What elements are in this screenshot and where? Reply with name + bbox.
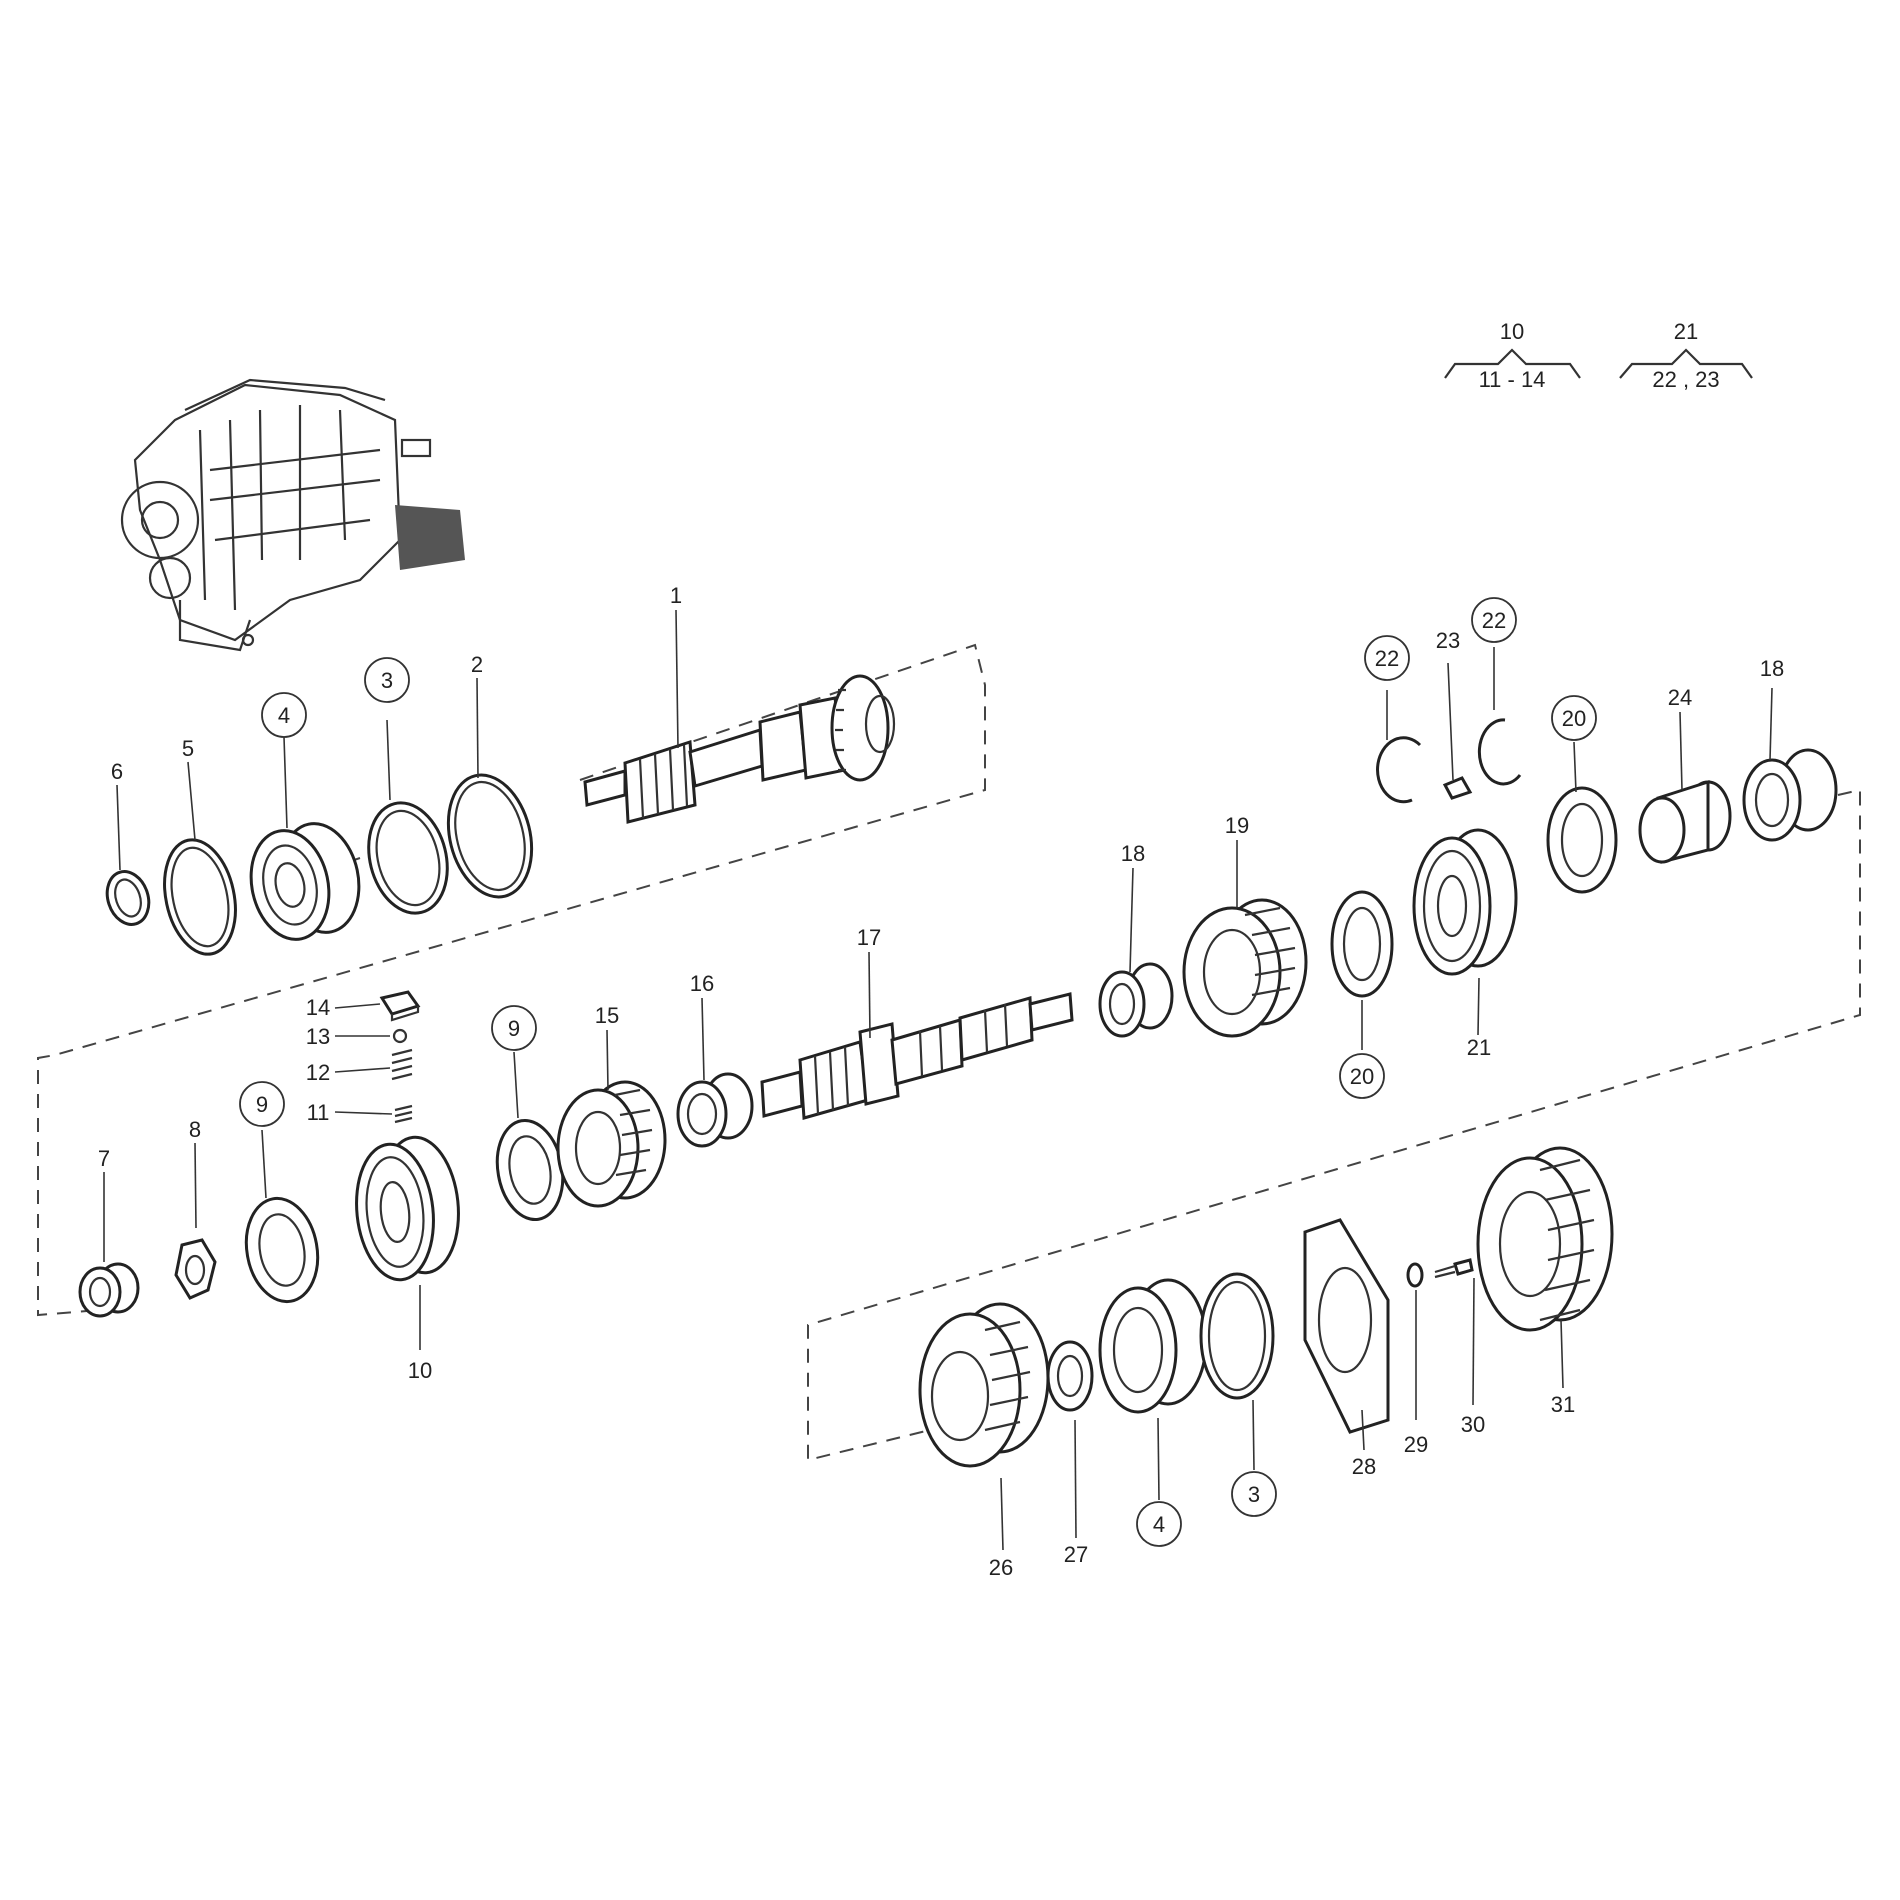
- part-9-synchro-ring-b: [495, 1118, 565, 1222]
- part-13-ball: [392, 1028, 408, 1044]
- part-14-key: [379, 990, 421, 1022]
- part-22-ring-left: [1376, 736, 1422, 804]
- legend-group-21: 21 22 , 23: [1619, 319, 1753, 392]
- part-26-gear: [918, 1302, 1050, 1468]
- part-31-gear: [1476, 1146, 1614, 1332]
- part-24-bushing: [1638, 779, 1732, 864]
- part-1-input-shaft: [583, 674, 896, 824]
- callout-18b: 18: [1760, 656, 1784, 681]
- legend-group-10: 10 11 - 14: [1444, 319, 1581, 392]
- part-11-spring-small: [394, 1104, 413, 1124]
- svg-text:11 - 14: 11 - 14: [1479, 367, 1546, 392]
- callout-9a: 9: [256, 1092, 268, 1117]
- part-8-nut: [174, 1238, 217, 1300]
- callout-14: 14: [306, 995, 330, 1020]
- part-5-shim: [163, 838, 237, 956]
- part-18-needle-bearing: [1098, 962, 1174, 1038]
- callout-20a-circle: [1339, 1053, 1385, 1099]
- part-4-bearing: [249, 822, 361, 941]
- callout-28: 28: [1352, 1454, 1376, 1479]
- part-17-main-shaft: [760, 992, 1074, 1120]
- part-7-needle-bearing: [78, 1262, 140, 1318]
- part-19-gear: [1182, 898, 1308, 1038]
- callout-18a: 18: [1121, 841, 1145, 866]
- callout-24: 24: [1668, 685, 1692, 710]
- part-30-bolt: [1434, 1258, 1474, 1279]
- callout-8: 8: [189, 1117, 201, 1142]
- callout-16: 16: [690, 971, 714, 996]
- callout-5: 5: [182, 736, 194, 761]
- svg-text:21: 21: [1674, 319, 1698, 344]
- callout-3b: 3: [1248, 1482, 1260, 1507]
- callout-3-circle: [364, 657, 410, 703]
- callout-7: 7: [98, 1146, 110, 1171]
- part-9-synchro-ring: [244, 1196, 320, 1304]
- callout-26: 26: [989, 1555, 1013, 1580]
- part-23-key: [1442, 776, 1473, 800]
- callout-2: 2: [471, 652, 483, 677]
- callout-20b: 20: [1562, 706, 1586, 731]
- part-10-synchronizer-hub: [355, 1135, 460, 1282]
- part-6-ring: [105, 870, 151, 926]
- callout-11: 11: [307, 1100, 330, 1125]
- part-20-synchro-ring: [1330, 890, 1394, 998]
- callout-22b: 22: [1482, 608, 1506, 633]
- part-3-snap-ring: [367, 801, 449, 915]
- svg-text:22 , 23: 22 , 23: [1652, 367, 1719, 392]
- callout-4b: 4: [1153, 1512, 1165, 1537]
- callout-17: 17: [857, 925, 881, 950]
- callout-9b-circle: [491, 1005, 537, 1051]
- callout-3b-circle: [1231, 1471, 1277, 1517]
- callout-10: 10: [408, 1358, 432, 1383]
- part-3-snap-ring-b: [1199, 1272, 1275, 1400]
- part-21-synchronizer-hub: [1412, 828, 1518, 976]
- engine-thumbnail: [120, 378, 465, 652]
- part-2-ring: [446, 773, 534, 899]
- callout-13: 13: [306, 1024, 330, 1049]
- leader-lines: [103, 609, 1773, 1551]
- part-27-washer: [1046, 1340, 1094, 1412]
- part-16-needle-bearing: [676, 1072, 754, 1148]
- part-20-synchro-ring-b: [1546, 786, 1618, 894]
- callout-1: 1: [670, 583, 682, 608]
- callout-30: 30: [1461, 1412, 1485, 1437]
- callout-31: 31: [1551, 1392, 1575, 1417]
- part-28-retainer-plate: [1303, 1218, 1390, 1434]
- callout-21: 21: [1467, 1035, 1491, 1060]
- callout-4-circle: [261, 692, 307, 738]
- callout-22a: 22: [1375, 646, 1399, 671]
- part-4-bearing-b: [1098, 1278, 1208, 1414]
- callout-4: 4: [278, 703, 290, 728]
- callout-labels: 1 2 3 4 5 6 7 8 9 10 11 12 13 14 9 15 16…: [98, 583, 1784, 1580]
- callout-29: 29: [1404, 1432, 1428, 1457]
- callout-20b-circle: [1551, 695, 1597, 741]
- callout-20a: 20: [1350, 1064, 1374, 1089]
- callout-15: 15: [595, 1003, 619, 1028]
- part-22-ring-right: [1477, 718, 1522, 786]
- part-15-gear: [556, 1080, 667, 1208]
- part-12-spring: [391, 1048, 413, 1081]
- callout-12: 12: [306, 1060, 330, 1085]
- callout-22a-circle: [1364, 635, 1410, 681]
- callout-9a-circle: [239, 1081, 285, 1127]
- part-29-washer: [1406, 1262, 1424, 1288]
- callout-4b-circle: [1136, 1501, 1182, 1547]
- part-18-needle-bearing-b: [1742, 748, 1838, 842]
- callout-27: 27: [1064, 1542, 1088, 1567]
- callout-6: 6: [111, 759, 123, 784]
- callout-19: 19: [1225, 813, 1249, 838]
- guide-line-lower: [807, 788, 1861, 1462]
- callout-23: 23: [1436, 628, 1460, 653]
- callout-3: 3: [381, 668, 393, 693]
- callout-9b: 9: [508, 1016, 520, 1041]
- callout-22b-circle: [1471, 597, 1517, 643]
- svg-text:10: 10: [1500, 319, 1524, 344]
